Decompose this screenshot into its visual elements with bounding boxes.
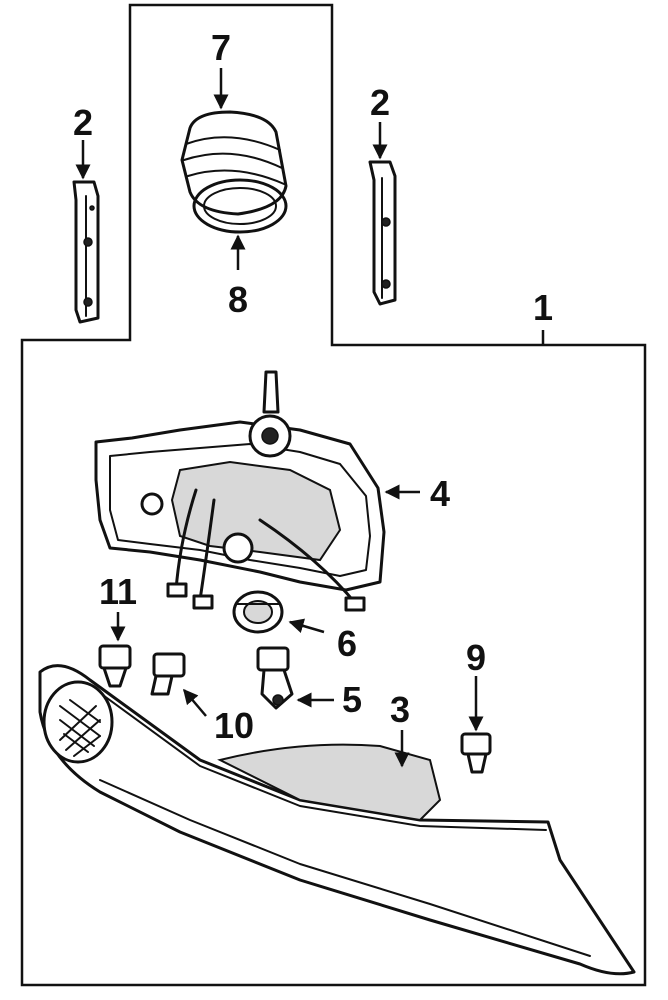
side-marker-bulb bbox=[98, 612, 132, 688]
callout-4-label: 4 bbox=[430, 473, 450, 514]
bracket-left bbox=[72, 140, 100, 324]
bracket-right bbox=[368, 122, 397, 306]
callout-9-label: 9 bbox=[466, 637, 486, 678]
callout-3-label: 3 bbox=[390, 689, 410, 730]
callout-11-label: 11 bbox=[99, 571, 137, 612]
callout-7-label: 7 bbox=[211, 27, 231, 68]
small-bulb bbox=[460, 676, 492, 774]
headlamp-bulb bbox=[256, 646, 334, 710]
callout-10-label: 10 bbox=[214, 705, 254, 746]
assembly-frame bbox=[20, 3, 647, 987]
bulb-socket bbox=[232, 590, 325, 634]
callout-8-label: 8 bbox=[228, 279, 248, 320]
callout-2-right-label: 2 bbox=[370, 82, 390, 123]
dust-boot-and-seal bbox=[180, 68, 288, 270]
callout-5-label: 5 bbox=[342, 679, 362, 720]
headlamp-lens bbox=[38, 664, 636, 976]
headlamp-housing bbox=[94, 370, 420, 612]
callout-6-label: 6 bbox=[337, 623, 357, 664]
park-turn-bulb bbox=[150, 652, 207, 717]
callout-2-left-label: 2 bbox=[73, 102, 93, 143]
callout-1-label: 1 bbox=[533, 287, 553, 328]
